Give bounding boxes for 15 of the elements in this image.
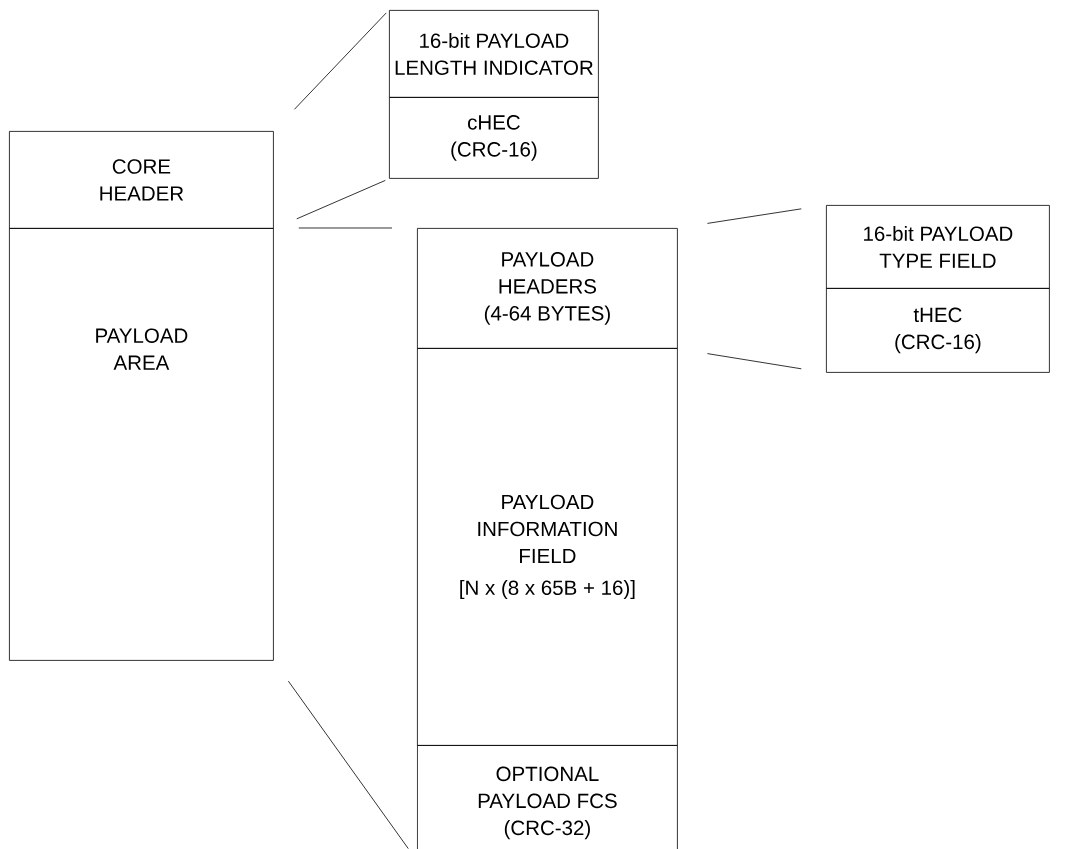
zoom-line — [707, 353, 802, 370]
field-box: PAYLOAD AREA — [9, 228, 274, 661]
zoom-line — [707, 208, 802, 224]
field-box: cHEC (CRC-16) — [389, 97, 599, 179]
zoom-line — [287, 680, 409, 849]
field-box: PAYLOAD HEADERS (4-64 BYTES) — [417, 228, 678, 349]
zoom-line — [298, 227, 393, 229]
zoom-line — [296, 180, 386, 220]
field-box: OPTIONAL PAYLOAD FCS (CRC-32) — [417, 745, 678, 849]
field-box: 16-bit PAYLOAD LENGTH INDICATOR — [389, 10, 599, 98]
field-box: PAYLOAD INFORMATION FIELD [N x (8 x 65B + 16)] — [417, 348, 678, 746]
field-box: tHEC (CRC-16) — [826, 288, 1050, 373]
field-box: 16-bit PAYLOAD TYPE FIELD — [826, 205, 1050, 289]
zoom-line — [294, 12, 387, 110]
field-box: CORE HEADER — [9, 131, 274, 229]
